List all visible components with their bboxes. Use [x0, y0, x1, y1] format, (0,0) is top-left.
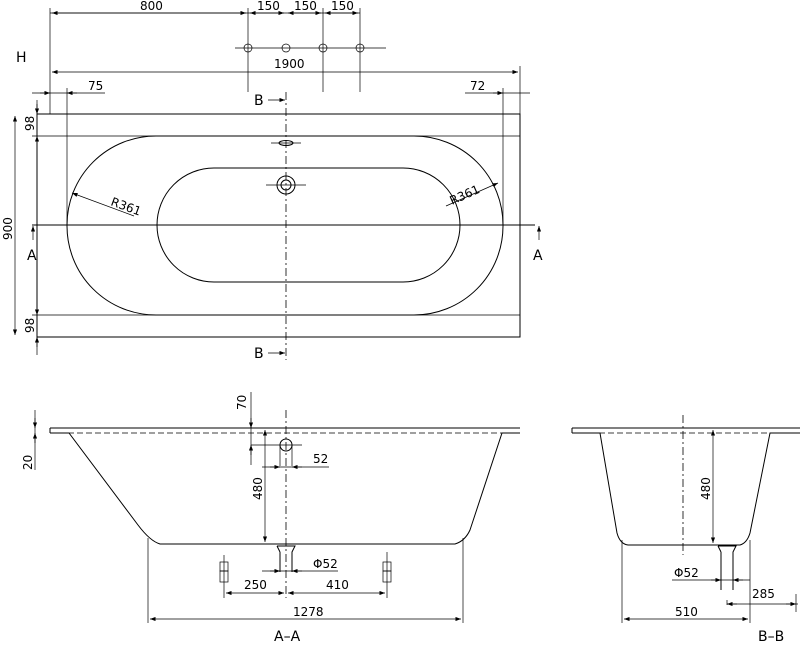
dim-900: 900 [1, 217, 15, 240]
plan-view: H 800 150 150 150 1900 75 72 R361 R361 [1, 0, 543, 362]
radius-left: R361 [109, 195, 143, 219]
drain-outlet [276, 545, 296, 572]
foot-left [219, 555, 229, 598]
section-label-b-b: B–B [758, 629, 784, 645]
dim-72: 72 [470, 79, 485, 93]
section-mark-a-right: A [533, 248, 543, 264]
dim-250: 250 [244, 578, 267, 592]
section-a-a: 20 70 52 480 Φ52 250 410 1278 A–A [21, 392, 520, 645]
radius-right: R361 [448, 182, 482, 208]
section-mark-a-left: A [27, 248, 37, 264]
dim-phi52: Φ52 [313, 557, 338, 571]
dim-800: 800 [140, 0, 163, 13]
dim-phi52-bb: Φ52 [674, 566, 699, 580]
dim-70: 70 [235, 395, 249, 410]
view-label-h: H [16, 50, 27, 66]
dim-480-bb: 480 [699, 477, 713, 500]
dim-75: 75 [88, 79, 103, 93]
section-mark-b-top: B [254, 93, 264, 109]
tap-hole-positions [243, 43, 365, 53]
dim-20: 20 [21, 455, 35, 470]
dim-480: 480 [251, 477, 265, 500]
dim-1278: 1278 [293, 605, 324, 619]
dim-150-b: 150 [294, 0, 317, 13]
section-b-b: 480 Φ52 510 285 B–B [571, 415, 800, 645]
dim-150-a: 150 [257, 0, 280, 13]
tub-profile-a-a [50, 432, 520, 545]
tub-profile-b-b [572, 432, 800, 546]
dim-510: 510 [675, 605, 698, 619]
section-label-a-a: A–A [274, 629, 301, 645]
drain-outlet-bb [717, 545, 737, 590]
dim-98-bottom: 98 [23, 318, 37, 333]
dim-410: 410 [326, 578, 349, 592]
dim-1900: 1900 [274, 57, 305, 71]
dim-150-c: 150 [331, 0, 354, 13]
dim-98-top: 98 [23, 116, 37, 131]
foot-right [382, 552, 392, 598]
section-mark-b-bottom: B [254, 346, 264, 362]
dim-285: 285 [752, 587, 775, 601]
dim-52: 52 [313, 452, 328, 466]
